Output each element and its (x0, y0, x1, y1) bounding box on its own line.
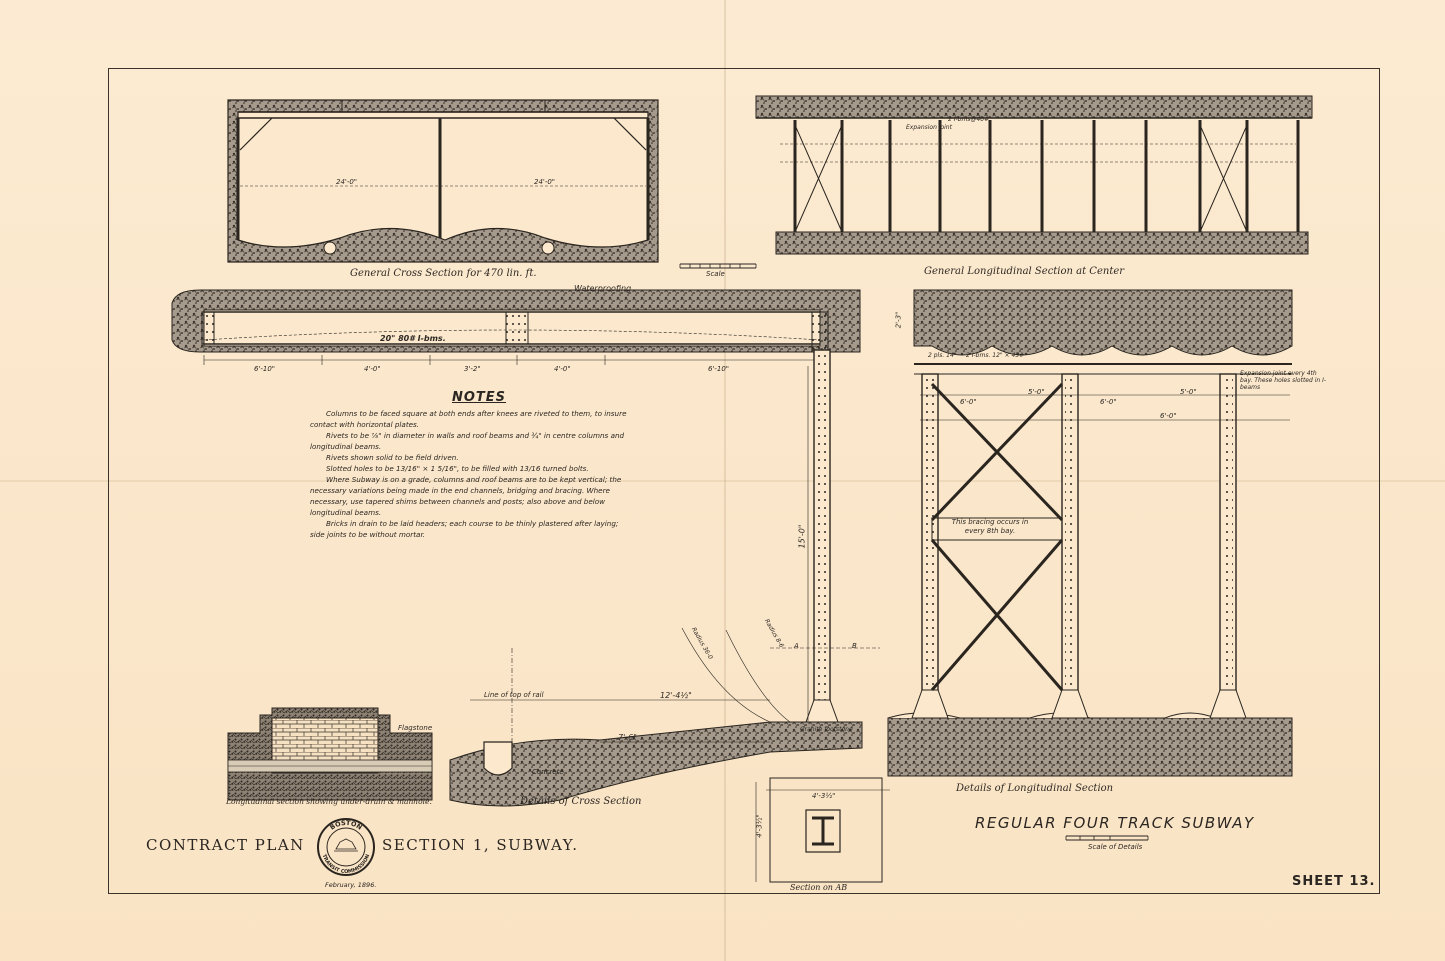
cross-section-view (227, 99, 659, 263)
beam-span-4: 4'-0" (554, 365, 571, 373)
column-height: 15'-0" (797, 524, 807, 549)
beam-span-2: 4'-0" (364, 365, 381, 373)
plate-top-label: 2 pls. 14" (928, 352, 957, 359)
top-of-rail-label: Line of top of rail (484, 691, 544, 699)
bay-spacing-4: 5'-0" (1180, 388, 1197, 396)
concrete-label: Concrete (532, 768, 564, 776)
caption-detail-cross: Details of Cross Section (520, 796, 642, 807)
column-base (1209, 689, 1247, 719)
svg-text:TRANSIT COMMISSION: TRANSIT COMMISSION (321, 854, 371, 875)
footing-depth: 4'-3½" (755, 814, 764, 838)
beam-span-3: 3'-2" (464, 365, 481, 373)
column-base (1051, 689, 1089, 719)
bay-spacing-2: 5'-0" (1028, 388, 1045, 396)
cross-span-right: 24'-0" (534, 178, 556, 186)
contract-plan-title: CONTRACT PLAN (146, 836, 305, 854)
granite-footstone-label: Granite footstone (800, 726, 853, 733)
cross-span-left: 24'-0" (336, 178, 358, 186)
note-item: Rivets to be ⅞" in diameter in walls and… (310, 431, 625, 451)
caption-detail-longitudinal: Details of Longitudinal Section (956, 783, 1114, 794)
section-title: SECTION 1, SUBWAY. (382, 836, 579, 854)
sheet-number: SHEET 13. (1292, 874, 1376, 889)
caption-cross-section: General Cross Section for 470 lin. ft. (350, 268, 537, 279)
scale-details-label: Scale of Details (1088, 843, 1143, 851)
column-base (911, 689, 949, 719)
scale-label: Scale (706, 270, 725, 278)
note-item: Where Subway is on a grade, columns and … (310, 475, 622, 517)
point-a-label: A (794, 642, 799, 650)
border-frame (108, 68, 1380, 894)
column-rivets (925, 374, 935, 704)
paper-fold-vertical (724, 0, 726, 961)
scale-bar (679, 263, 757, 269)
expansion-joint-label: Expansion joint (906, 124, 952, 131)
paper-fold-horizontal (0, 480, 1445, 482)
scale-of-details (1065, 835, 1149, 841)
waterproofing-label: Waterproofing (574, 284, 632, 293)
footing-width: 4'-3½" (812, 792, 836, 800)
rail-offset: 7'-6" (618, 733, 637, 742)
section-ab-detail (755, 777, 890, 883)
column-rivets (1223, 374, 1233, 704)
manhole-detail (227, 707, 433, 801)
long-beam-top-label: 2 I-bms@40# (948, 116, 990, 123)
beam-label: 20" 80# I-bms. (380, 334, 446, 343)
note-item: Slotted holes to be 13/16" × 1 5/16", to… (326, 464, 589, 473)
note-item: Columns to be faced square at both ends … (310, 409, 627, 429)
commission-seal: BOSTON TRANSIT COMMISSION (317, 818, 375, 876)
floor-cross-detail (449, 627, 863, 807)
beam-span-1: 6'-10" (254, 365, 276, 373)
bay-spacing-1: 6'-0" (960, 398, 977, 406)
center-column-detail (770, 349, 880, 723)
caption-longitudinal-section: General Longitudinal Section at Center (924, 266, 1125, 277)
svg-text:BOSTON: BOSTON (328, 819, 363, 832)
bay-spacing-5: 6'-0" (1160, 412, 1177, 420)
notes-heading: NOTES (452, 390, 507, 405)
longitudinal-detail-view (887, 289, 1293, 777)
bay-spacing-3: 6'-0" (1100, 398, 1117, 406)
column-rivets (1065, 374, 1075, 704)
height-to-rail: 12'-4½" (660, 691, 692, 700)
caption-manhole: Longitudinal section showing under-drain… (226, 797, 432, 806)
roof-depth: 2'-3" (894, 311, 903, 329)
seal-bottom-text: TRANSIT COMMISSION (321, 854, 371, 875)
seal-top-text: BOSTON (328, 819, 363, 832)
point-b-label: B (852, 642, 857, 650)
roof-beam-detail (171, 289, 861, 365)
note-item: Rivets shown solid to be field driven. (326, 453, 459, 462)
caption-section-ab: Section on AB (790, 883, 848, 892)
subway-title: REGULAR FOUR TRACK SUBWAY (975, 814, 1255, 832)
note-item: Bricks in drain to be laid headers; each… (310, 519, 619, 539)
notes-body: Columns to be faced square at both ends … (310, 408, 628, 540)
beam-span-5: 6'-10" (708, 365, 730, 373)
bracing-note: This bracing occurs in every 8th bay. (951, 518, 1029, 535)
plan-date: February, 1896. (325, 881, 377, 889)
longitudinal-section-view (755, 95, 1313, 255)
beam-pair-label: 2 I-bms. 12" × 45# (966, 352, 1025, 359)
expansion-note: Expansion joint every 4th bay. These hol… (1240, 370, 1327, 391)
flagstone-label: Flagstone (398, 724, 433, 732)
